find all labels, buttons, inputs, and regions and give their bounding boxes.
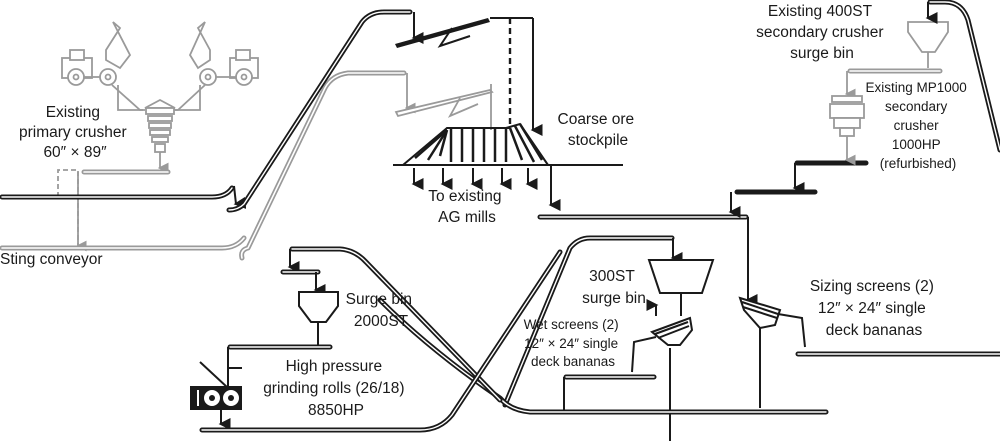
wet-screens-icon bbox=[631, 316, 694, 441]
surge-bin-feed-conveyor[interactable] bbox=[927, 0, 1000, 153]
haul-truck-right-icon bbox=[188, 21, 259, 86]
wet-screens-label: Wet screens (2) 12″ × 24″ single deck ba… bbox=[524, 317, 623, 369]
hpgr-feed-conveyor[interactable] bbox=[289, 246, 503, 403]
bypass-chute-existing bbox=[57, 169, 79, 245]
existing-tripper-icon bbox=[394, 84, 494, 130]
surge-bin-300st-label: 300ST surge bin bbox=[582, 268, 646, 307]
secondary-crusher-icon bbox=[829, 95, 865, 166]
existing-stockpile-feed-conveyor[interactable] bbox=[239, 70, 407, 261]
secondary-surge-bin-label: Existing 400ST secondary crusher surge b… bbox=[756, 3, 888, 62]
coarse-ore-stockpile-label: Coarse ore stockpile bbox=[558, 111, 639, 149]
coarse-ore-stockpile-icon bbox=[393, 122, 623, 166]
main-feed-conveyor[interactable] bbox=[0, 185, 235, 200]
primary-crusher-icon bbox=[111, 84, 206, 174]
sizing-screens-icon bbox=[738, 296, 806, 408]
sting-conveyor-label: Sting conveyor bbox=[0, 251, 103, 268]
conveyor-to-300st-bin[interactable] bbox=[502, 235, 675, 408]
secondary-crusher-label: Existing MP1000 secondary crusher 1000HP… bbox=[865, 80, 970, 171]
reclaim-feeders bbox=[411, 168, 538, 190]
to-ag-mills-label: To existing AG mills bbox=[428, 188, 506, 226]
haul-truck-left-icon bbox=[61, 21, 132, 86]
surge-bin-2000st-label: Surge bin 2000ST bbox=[346, 291, 417, 330]
secondary-surge-bin-icon bbox=[907, 21, 949, 68]
sizing-screens-label: Sizing screens (2) 12″ × 24″ single deck… bbox=[810, 278, 938, 339]
hpgr-product-conveyor[interactable] bbox=[199, 249, 563, 433]
stockpile-feed-conveyor[interactable] bbox=[226, 9, 413, 213]
hpgr-label: High pressure grinding rolls (26/18) 885… bbox=[263, 358, 409, 419]
hpgr-icon bbox=[190, 361, 242, 430]
surge-bin-2000st-icon bbox=[298, 291, 339, 345]
tripper-icon bbox=[395, 17, 543, 136]
sting-conveyor[interactable] bbox=[0, 235, 247, 251]
surge-bin-300st-icon bbox=[647, 259, 715, 316]
primary-crusher-label: Existing primary crusher 60″ × 89″ bbox=[19, 104, 131, 161]
